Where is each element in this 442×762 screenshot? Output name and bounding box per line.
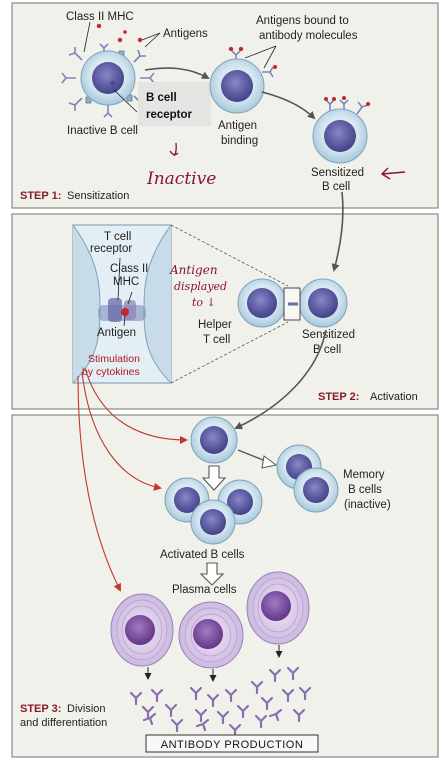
- step1-name: Sensitization: [67, 190, 129, 202]
- antibody-production-box: [145, 734, 319, 753]
- step3-name-1: Division: [67, 703, 106, 715]
- label-memory-2: B cells: [348, 484, 382, 496]
- label-helper-1: Helper: [198, 319, 232, 331]
- zoom-line-bottom: [170, 321, 289, 384]
- arrow-step1-to-step2: [331, 191, 344, 272]
- plasma-cells: [110, 571, 310, 669]
- label-memory-1: Memory: [343, 469, 385, 481]
- sensitized-b-cell-step2: [298, 278, 348, 328]
- sensitized-b-cell-step1: [312, 96, 370, 164]
- antigen-binding-b-cell: [209, 46, 277, 114]
- label-b-cell-receptor-1: B cell: [146, 92, 177, 104]
- step2-number: STEP 2:: [318, 391, 359, 403]
- inactive-b-cell: [61, 43, 155, 118]
- label-class2-1: Class II: [110, 263, 148, 275]
- handwritten-left-arrow: [380, 167, 406, 180]
- handwritten-antigen: Antigen: [169, 263, 218, 277]
- label-antigens: Antigens: [163, 28, 208, 40]
- label-class2-2: MHC: [113, 276, 139, 288]
- arrow-binding-to-sensitized: [261, 91, 316, 120]
- label-plasma-cells: Plasma cells: [172, 584, 237, 596]
- label-memory-3: (inactive): [344, 499, 391, 511]
- label-helper-2: T cell: [203, 334, 230, 346]
- step3-panel: [11, 414, 439, 758]
- label-sensitized-2: B cell: [322, 181, 350, 193]
- label-antibody-production: ANTIBODY PRODUCTION: [161, 739, 304, 751]
- label-b-cell-receptor-2: receptor: [146, 109, 193, 121]
- label-antigen: Antigen: [97, 327, 136, 339]
- label-class2-mhc: Class II MHC: [66, 11, 134, 23]
- label-t-cell-receptor-2: receptor: [90, 243, 132, 255]
- label-inactive-b-cell: Inactive B cell: [67, 125, 138, 137]
- label-antigens-bound-1: Antigens bound to: [256, 15, 349, 27]
- tcell-bcell-inset: [72, 224, 172, 384]
- arrow-to-activated-cells: [201, 465, 227, 491]
- label-antigen-binding-1: Antigen: [218, 120, 257, 132]
- label-stimulation-1: Stimulation: [88, 353, 140, 365]
- arrow-to-plasma-cells: [199, 562, 225, 586]
- label-sensitized-b-2: B cell: [313, 344, 341, 356]
- helper-t-cell: [237, 278, 287, 328]
- antigen-dots: [96, 23, 143, 43]
- dividing-b-cell: [190, 416, 238, 464]
- handwritten-to: to ↓: [192, 296, 216, 309]
- step1-number: STEP 1:: [20, 190, 61, 202]
- memory-b-cells: [276, 444, 339, 513]
- b-cell-receptor-callout: [138, 82, 211, 126]
- label-antigen-binding-2: binding: [221, 135, 258, 147]
- arrow-step2-to-step3: [234, 329, 327, 430]
- handwritten-displayed: displayed: [174, 280, 227, 293]
- step3-number: STEP 3:: [20, 703, 61, 715]
- cytokine-stimulation-arrows: [77, 367, 188, 592]
- label-activated-b-cells: Activated B cells: [160, 549, 245, 561]
- label-stimulation-2: by cytokines: [82, 366, 140, 378]
- handwritten-down-arrow: [169, 142, 179, 157]
- handwritten-inactive-note: Inactive: [146, 169, 216, 189]
- antibody-molecules: [129, 666, 312, 738]
- label-antigens-bound-2: antibody molecules: [259, 30, 358, 42]
- label-sensitized-1: Sensitized: [311, 167, 364, 179]
- step3-name-2: and differentiation: [20, 717, 107, 729]
- arrow-inactive-to-binding: [144, 67, 210, 79]
- label-sensitized-b-1: Sensitized: [302, 329, 355, 341]
- zoom-line-top: [170, 224, 289, 287]
- activated-b-cells: [164, 477, 263, 545]
- secretion-arrows: [144, 645, 283, 682]
- label-t-cell-receptor-1: T cell: [104, 231, 131, 243]
- step2-name: Activation: [370, 391, 418, 403]
